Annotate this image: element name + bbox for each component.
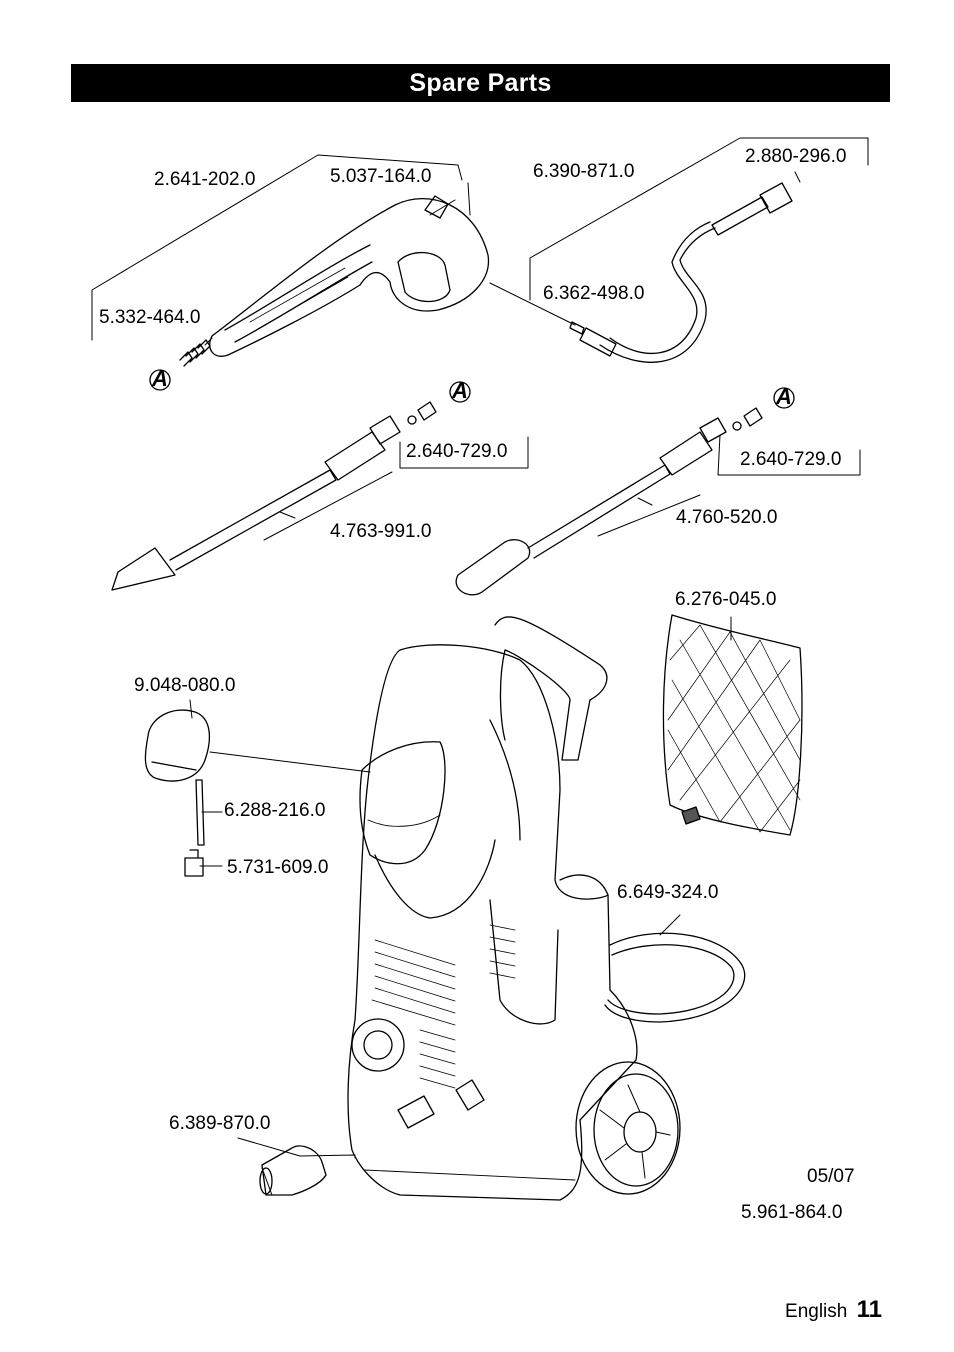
part-label: 2.640-729.0 bbox=[406, 441, 508, 462]
part-label: 4.763-991.0 bbox=[330, 521, 432, 542]
page-title-bar: Spare Parts bbox=[71, 64, 890, 102]
document-number: 5.961-864.0 bbox=[741, 1202, 843, 1223]
marker-circle-3 bbox=[773, 387, 795, 409]
marker-a-3: A bbox=[776, 384, 792, 409]
hose-drawing bbox=[569, 182, 793, 363]
part-label: 6.389-870.0 bbox=[169, 1113, 271, 1134]
marker-circle-2 bbox=[449, 381, 471, 403]
part-label: 6.276-045.0 bbox=[675, 589, 777, 610]
spring-drawing bbox=[179, 339, 211, 367]
revision-date: 05/07 bbox=[807, 1166, 855, 1187]
part-label: 2.641-202.0 bbox=[154, 169, 256, 190]
page-number: 11 bbox=[856, 1296, 882, 1323]
washer-body-drawing bbox=[347, 616, 638, 1201]
lance-1-drawing bbox=[111, 401, 437, 591]
part-label: 5.731-609.0 bbox=[227, 857, 329, 878]
part-label: 5.332-464.0 bbox=[99, 307, 201, 328]
knob-drawing bbox=[144, 709, 211, 782]
marker-a-2: A bbox=[452, 378, 468, 403]
tube-drawing bbox=[195, 779, 205, 846]
trigger-gun-drawing bbox=[209, 195, 490, 357]
coupling-drawing bbox=[259, 1145, 327, 1196]
part-label: 5.037-164.0 bbox=[330, 166, 432, 187]
part-label: 6.390-871.0 bbox=[533, 161, 635, 182]
page-title: Spare Parts bbox=[409, 68, 552, 97]
part-label: 6.288-216.0 bbox=[224, 800, 326, 821]
wheel-drawing bbox=[575, 1061, 681, 1195]
page-footer: English 11 bbox=[785, 1296, 882, 1324]
part-label: 6.649-324.0 bbox=[617, 882, 719, 903]
part-label: 2.880-296.0 bbox=[745, 146, 847, 167]
coiled-hose-drawing bbox=[604, 932, 746, 1023]
footer-language: English bbox=[785, 1301, 848, 1322]
part-label: 6.362-498.0 bbox=[543, 283, 645, 304]
part-label: 2.640-729.0 bbox=[740, 449, 842, 470]
marker-a-1: A bbox=[152, 366, 168, 391]
filter-drawing bbox=[662, 614, 803, 836]
lance-2-drawing bbox=[455, 407, 763, 596]
part-label: 9.048-080.0 bbox=[134, 675, 236, 696]
marker-circle-1 bbox=[149, 369, 171, 391]
fitting-drawing bbox=[184, 849, 204, 877]
part-label: 4.760-520.0 bbox=[676, 507, 778, 528]
leader-lines bbox=[91, 137, 869, 1159]
